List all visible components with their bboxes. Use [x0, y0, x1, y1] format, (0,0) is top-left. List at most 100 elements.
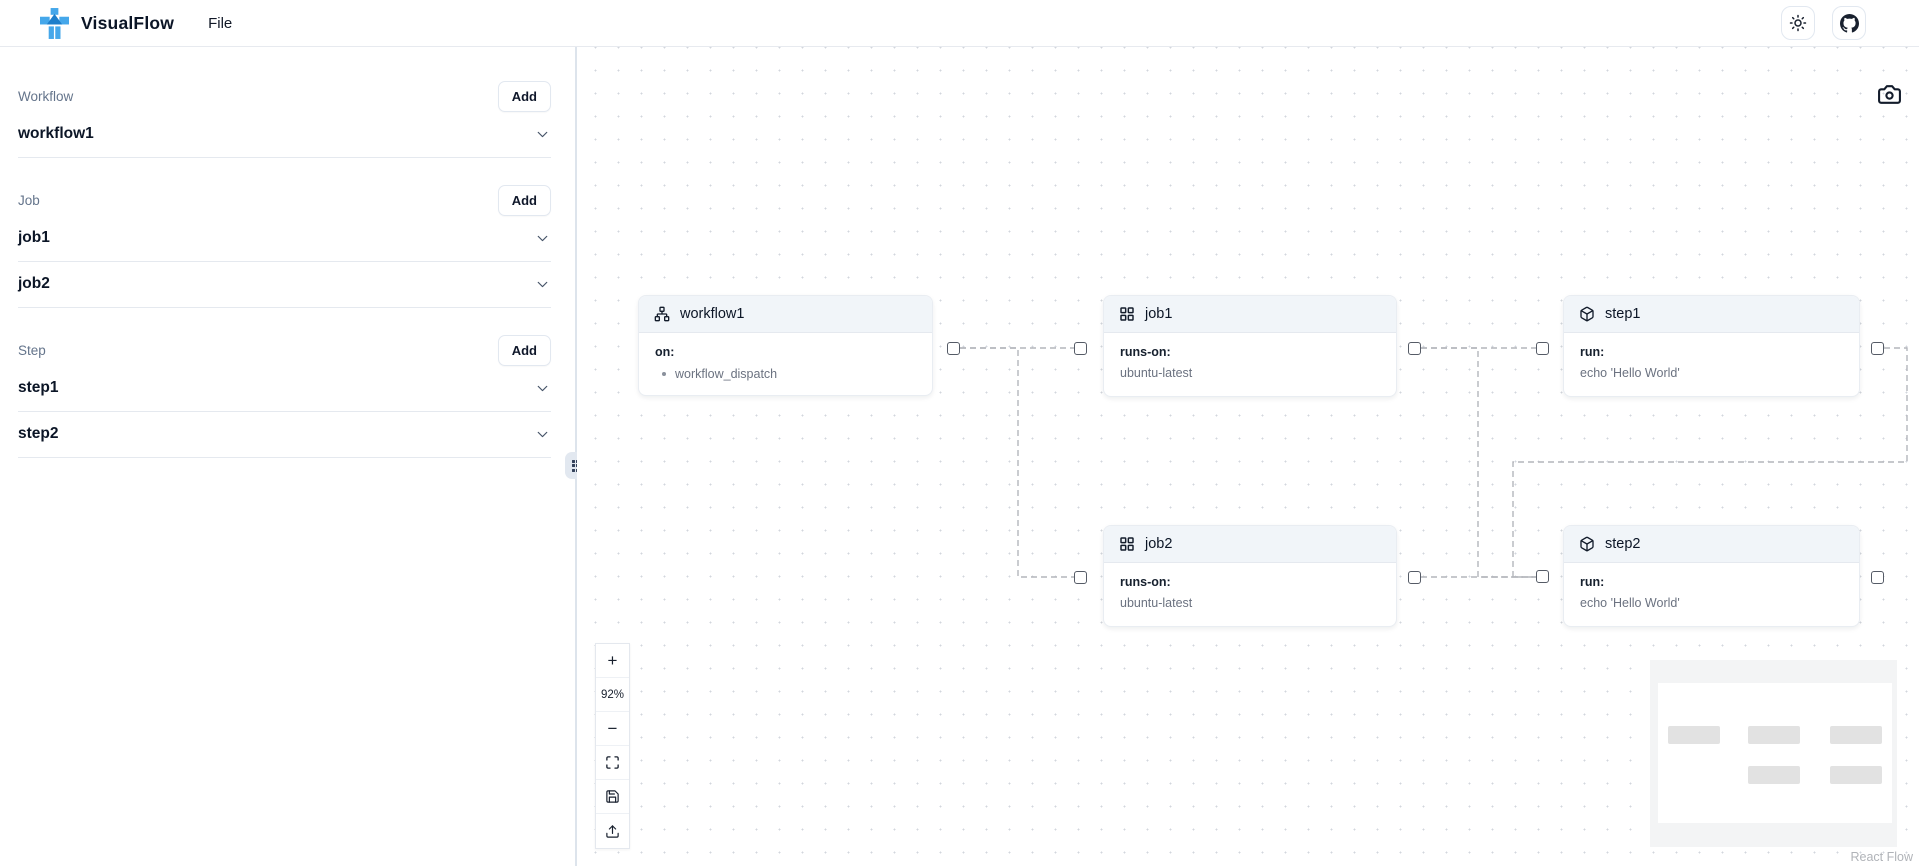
- main-row: Workflow Add workflow1 Job Add job1: [0, 47, 1919, 866]
- sun-icon: [1789, 14, 1807, 32]
- node-field-value: echo 'Hello World': [1580, 595, 1680, 610]
- handle-target-step1[interactable]: [1536, 342, 1549, 355]
- minimap-node-step2: [1830, 766, 1882, 784]
- node-body: runs-on: ubuntu-latest: [1104, 333, 1396, 382]
- node-title: job1: [1145, 306, 1173, 322]
- node-step1[interactable]: step1 run: echo 'Hello World': [1563, 295, 1860, 397]
- handle-source-job1[interactable]: [1408, 342, 1421, 355]
- section-label-job: Job: [18, 193, 40, 208]
- box-icon: [1580, 306, 1594, 322]
- zoom-in-button[interactable]: +: [596, 644, 629, 678]
- brand: VisualFlow: [40, 7, 175, 39]
- node-job2[interactable]: job2 runs-on: ubuntu-latest: [1103, 525, 1397, 627]
- sidebar-item-job1[interactable]: job1: [18, 216, 551, 262]
- node-title: workflow1: [680, 306, 745, 322]
- app-logo-icon: [40, 7, 69, 39]
- upload-button[interactable]: [596, 814, 629, 848]
- minimap-viewport[interactable]: [1658, 683, 1892, 823]
- node-field-value: ubuntu-latest: [1120, 365, 1193, 380]
- add-workflow-button[interactable]: Add: [497, 81, 551, 112]
- node-header: job1: [1104, 296, 1396, 333]
- section-head-step: Step Add: [18, 335, 551, 366]
- node-field-label: on:: [655, 345, 675, 359]
- menu-file[interactable]: File: [208, 14, 233, 32]
- handle-source-job2[interactable]: [1408, 571, 1421, 584]
- node-job1[interactable]: job1 runs-on: ubuntu-latest: [1103, 295, 1397, 397]
- sidebar-item-label: job2: [18, 275, 50, 292]
- section-label-step: Step: [18, 343, 46, 358]
- add-job-button[interactable]: Add: [497, 185, 551, 216]
- sidebar-item-label: step1: [18, 379, 59, 396]
- minimap-node-workflow1: [1668, 726, 1720, 744]
- canvas-controls: + 92% −: [595, 643, 630, 849]
- sidebar-item-step2[interactable]: step2: [18, 412, 551, 458]
- github-icon: [1839, 13, 1859, 33]
- sidebar-item-workflow1[interactable]: workflow1: [18, 112, 551, 158]
- edge-step1-step2[interactable]: [1512, 347, 1908, 578]
- section-head-job: Job Add: [18, 185, 551, 216]
- sidebar-item-job2[interactable]: job2: [18, 262, 551, 308]
- top-bar: VisualFlow File: [0, 0, 1919, 47]
- node-title: step1: [1605, 306, 1641, 322]
- node-field-value: ubuntu-latest: [1120, 595, 1193, 610]
- sidebar-section-workflow: Workflow Add workflow1: [18, 81, 551, 158]
- bullet-icon: [662, 372, 666, 377]
- screenshot-button[interactable]: [1873, 78, 1905, 110]
- sidebar-item-label: job1: [18, 229, 50, 246]
- node-body: on: workflow_dispatch: [639, 333, 932, 383]
- section-label-workflow: Workflow: [18, 89, 74, 104]
- github-button[interactable]: [1832, 6, 1866, 40]
- handle-target-job2[interactable]: [1074, 571, 1087, 584]
- node-field-label: runs-on:: [1120, 575, 1171, 589]
- chevron-down-icon: [537, 235, 548, 241]
- minimap[interactable]: [1650, 660, 1897, 847]
- node-header: step2: [1564, 526, 1859, 563]
- node-header: job2: [1104, 526, 1396, 563]
- sidebar: Workflow Add workflow1 Job Add job1: [0, 47, 575, 866]
- handle-source-workflow1[interactable]: [947, 342, 960, 355]
- handle-source-step2[interactable]: [1871, 571, 1884, 584]
- node-field-label: run:: [1580, 345, 1605, 359]
- node-title: job2: [1145, 536, 1173, 552]
- node-field-label: runs-on:: [1120, 345, 1171, 359]
- fit-view-icon: [606, 756, 619, 769]
- box-icon: [1580, 536, 1594, 552]
- sidebar-item-label: step2: [18, 425, 59, 442]
- handle-target-step2[interactable]: [1536, 570, 1549, 583]
- node-title: step2: [1605, 536, 1641, 552]
- chevron-down-icon: [537, 131, 548, 137]
- react-flow-attribution[interactable]: React Flow: [1850, 850, 1913, 864]
- network-icon: [654, 306, 670, 322]
- theme-toggle-button[interactable]: [1781, 6, 1815, 40]
- handle-source-step1[interactable]: [1871, 342, 1884, 355]
- chevron-down-icon: [537, 431, 548, 437]
- edges-layer: [960, 347, 1908, 578]
- flow-canvas[interactable]: workflow1 on: workflow_dispatch job1: [577, 47, 1919, 866]
- camera-icon: [1877, 84, 1901, 104]
- node-workflow1[interactable]: workflow1 on: workflow_dispatch: [638, 295, 933, 396]
- node-step2[interactable]: step2 run: echo 'Hello World': [1563, 525, 1860, 627]
- edge-workflow1-job2[interactable]: [960, 347, 1074, 578]
- sidebar-section-step: Step Add step1 step2: [18, 335, 551, 458]
- zoom-level: 92%: [596, 678, 629, 712]
- sidebar-section-job: Job Add job1 job2: [18, 185, 551, 308]
- sidebar-item-step1[interactable]: step1: [18, 366, 551, 412]
- node-header: step1: [1564, 296, 1859, 333]
- fit-view-button[interactable]: [596, 746, 629, 780]
- minimap-node-step1: [1830, 726, 1882, 744]
- node-body: run: echo 'Hello World': [1564, 563, 1859, 612]
- grid-icon: [1120, 537, 1134, 551]
- add-step-button[interactable]: Add: [497, 335, 551, 366]
- node-body: run: echo 'Hello World': [1564, 333, 1859, 382]
- save-button[interactable]: [596, 780, 629, 814]
- node-field-label: run:: [1580, 575, 1605, 589]
- chevron-down-icon: [537, 385, 548, 391]
- handle-target-job1[interactable]: [1074, 342, 1087, 355]
- app-title: VisualFlow: [81, 12, 175, 33]
- node-field-value: echo 'Hello World': [1580, 365, 1680, 380]
- node-field-value: workflow_dispatch: [675, 366, 778, 381]
- node-field-value-row: workflow_dispatch: [655, 366, 916, 384]
- zoom-out-button[interactable]: −: [596, 712, 629, 746]
- grid-icon: [1120, 307, 1134, 321]
